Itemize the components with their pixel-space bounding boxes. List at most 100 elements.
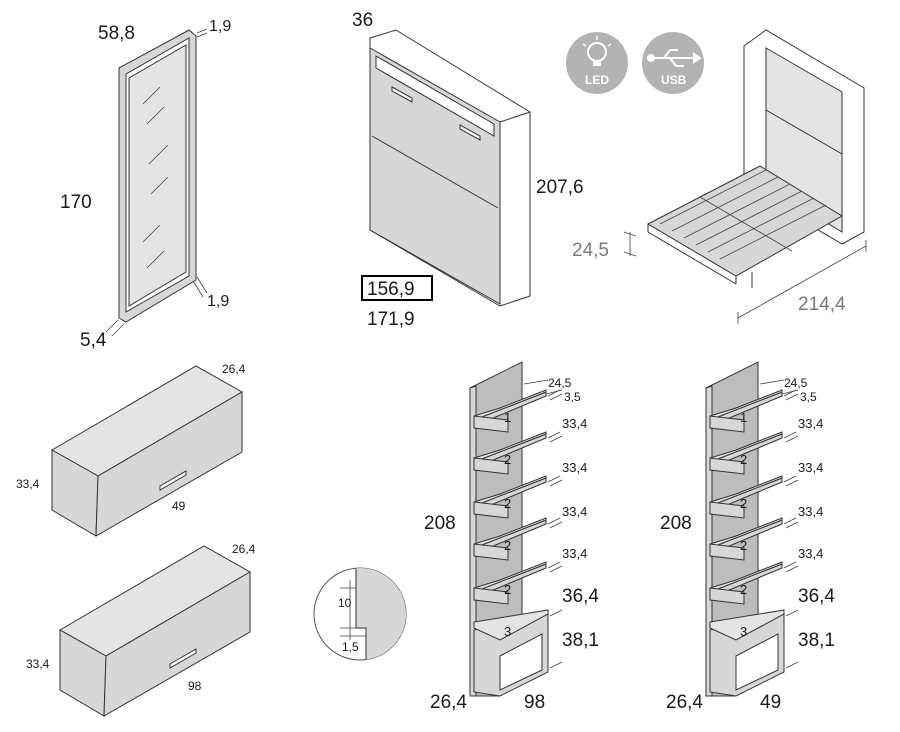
shelf-tick <box>783 517 797 525</box>
shelf-number-label: 2 <box>504 582 511 597</box>
shelf-tick <box>785 393 799 401</box>
usb-icon <box>647 49 702 67</box>
shelf-tick <box>785 479 799 487</box>
shelf-number-label: 3 <box>504 624 511 639</box>
shelf-spacing-label: 36,4 <box>798 586 835 607</box>
wallbed-open-back-split <box>765 109 843 155</box>
shelf-tick <box>785 661 799 669</box>
shelf-spacing-label: 33,4 <box>798 416 823 431</box>
unit-base-opening <box>499 633 543 691</box>
wallbed-top-rail <box>375 55 495 137</box>
unit-height-label: 208 <box>424 513 456 534</box>
shelf-spacing-label: 33,4 <box>562 416 587 431</box>
shelf-tick <box>547 431 561 439</box>
unit-depth-label: 26,4 <box>430 692 467 713</box>
unit-width-label: 98 <box>524 692 545 713</box>
shelf-spacing-label: 33,4 <box>798 504 823 519</box>
shelf-number-label: 3 <box>740 624 747 639</box>
wallbed-handle-left <box>391 86 413 103</box>
shelf-unit-left-drawing: 12222324,53,533,433,433,433,436,438,1208… <box>424 361 599 713</box>
unit-base-top <box>709 609 785 641</box>
shelf-tick <box>783 561 797 569</box>
shelf-tick <box>547 561 561 569</box>
shelf-thickness-label: 3,5 <box>564 390 581 404</box>
shelf-spacing-label: 33,4 <box>798 460 823 475</box>
top-tick <box>545 389 563 395</box>
shelf-front <box>473 415 509 433</box>
shelf-number-label: 1 <box>504 410 511 425</box>
led-badge: LED <box>566 32 628 94</box>
joint-detail-drawing: 10 1,5 <box>313 567 407 661</box>
wall-unit-large-handle <box>169 648 197 669</box>
shelf-tick <box>549 435 563 443</box>
top-tick <box>523 379 549 385</box>
wallbed-closed-drawing: 36 207,6 156,9 171,9 <box>352 10 584 330</box>
shelf-spacing-label: 33,4 <box>798 546 823 561</box>
detail-bottom-label: 1,5 <box>342 640 359 654</box>
wallbed-open-drawing: 24,5 214,4 <box>572 29 867 324</box>
shelf-tick <box>785 521 799 529</box>
wall-unit-large-height-label: 33,4 <box>26 657 50 671</box>
mirror-frame-label: 5,4 <box>80 330 107 351</box>
top-tick <box>781 389 799 395</box>
wall-unit-small-width-label: 49 <box>172 499 186 513</box>
wall-unit-small-handle <box>159 470 187 491</box>
unit-depth-label: 26,4 <box>666 692 703 713</box>
wallbed-open-leg-height-label: 24,5 <box>572 240 609 261</box>
shelf-tick <box>783 431 797 439</box>
wallbed-side-edge <box>499 111 531 123</box>
shelf-spacing-label: 36,4 <box>562 586 599 607</box>
shelf-tick <box>547 475 561 483</box>
lightbulb-icon <box>582 36 612 66</box>
shelf-spacing-label: 38,1 <box>562 630 599 651</box>
shelf-tick <box>549 609 563 617</box>
shelf-number-label: 1 <box>740 410 747 425</box>
shelf-tick <box>549 565 563 573</box>
wallbed-open-frame <box>646 165 843 277</box>
shelf-number-label: 2 <box>504 538 511 553</box>
shelf-spacing-label: 33,4 <box>562 546 587 561</box>
mirror-height-label: 170 <box>60 192 92 213</box>
usb-badge: USB <box>642 32 704 94</box>
wall-unit-small-drawing: 26,4 33,4 49 <box>16 362 246 537</box>
wallbed-handle-right <box>459 124 481 141</box>
mirror-depth-bottom-label: 1,9 <box>207 293 229 310</box>
shelf-number-label: 2 <box>504 452 511 467</box>
wallbed-open-front-edge <box>647 231 737 285</box>
shelf-number-label: 2 <box>740 496 747 511</box>
shelf-tick <box>783 475 797 483</box>
wallbed-panel-split <box>371 135 499 209</box>
shelf-front <box>473 543 509 561</box>
wallbed-outer-width-label: 171,9 <box>367 309 415 330</box>
wall-unit-large-drawing: 26,4 33,4 98 <box>26 542 256 717</box>
shelf-number-label: 2 <box>504 496 511 511</box>
wallbed-inner-width-box <box>361 275 433 301</box>
top-tick <box>759 379 785 385</box>
shelf-tick <box>785 609 799 617</box>
wallbed-open-dimension-lines <box>623 231 867 324</box>
wallbed-inner-width-label: 156,9 <box>367 279 415 300</box>
mirror-depth-top-label: 1,9 <box>209 18 231 35</box>
shelf-front <box>709 415 745 433</box>
shelf-front <box>709 543 745 561</box>
wall-unit-large-depth-label: 26,4 <box>232 542 256 556</box>
shelf-front <box>473 587 509 605</box>
shelf-depth-label: 24,5 <box>784 376 808 390</box>
usb-badge-label: USB <box>661 73 687 87</box>
shelf-spacing-label: 33,4 <box>562 504 587 519</box>
shelf-tick <box>549 393 563 401</box>
shelf-tick <box>785 435 799 443</box>
wall-unit-large-front <box>103 571 251 717</box>
shelf-thickness-label: 3,5 <box>800 390 817 404</box>
shelf-front <box>709 501 745 519</box>
shelf-tick <box>785 565 799 573</box>
wall-unit-small-front <box>95 391 243 537</box>
mirror-width-label: 58,8 <box>98 23 135 44</box>
mirror-glass-inner <box>128 44 187 307</box>
shelf-front <box>473 457 509 475</box>
shelf-tick <box>549 521 563 529</box>
shelf-front <box>709 587 745 605</box>
wallbed-depth-label: 36 <box>352 10 373 31</box>
